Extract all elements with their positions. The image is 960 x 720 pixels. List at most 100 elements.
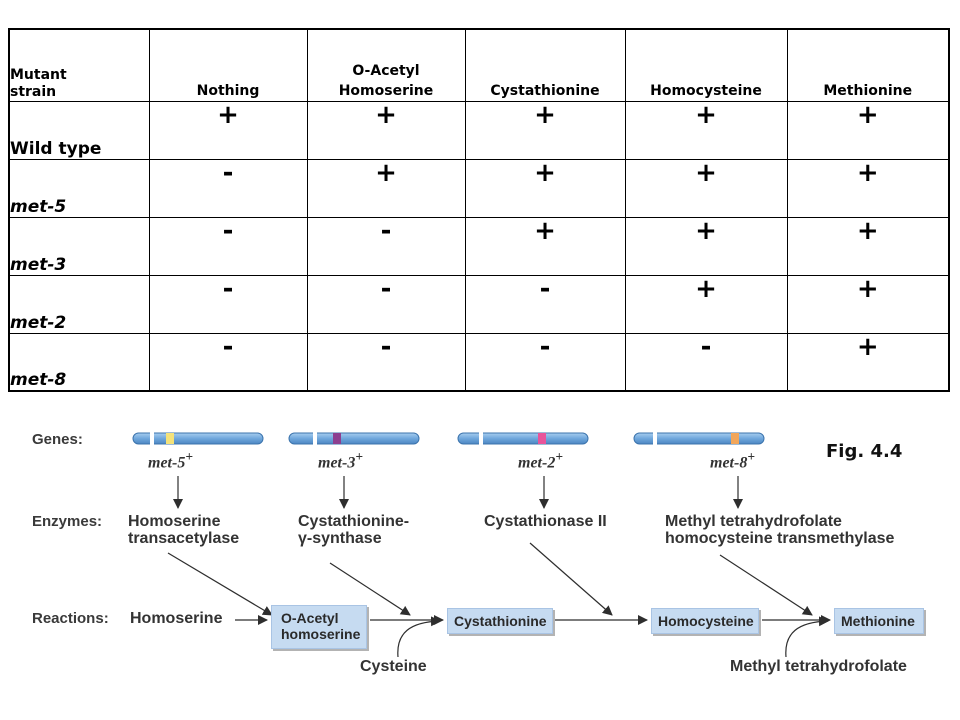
enzyme-line1: Cystathionine- [298,513,410,530]
enzyme-line2: homocysteine transmethylase [665,530,895,547]
growth-result: + [148,100,308,160]
growth-result: - [464,274,626,334]
chromosome-met-5 [132,432,264,445]
growth-result: - [306,274,466,334]
homocysteine-box: Homocysteine [651,608,759,634]
methyl-tetrahydrofolate-label: Methyl tetrahydrofolate [730,658,907,675]
strain-name: met-2 [8,274,150,334]
gene-superscript: + [355,449,363,464]
gene-superscript: + [747,449,755,464]
growth-result: - [148,158,308,218]
enzyme-line1: Methyl tetrahydrofolate [665,513,842,530]
growth-result: - [306,216,466,276]
enzyme-line1: Homoserine [128,513,221,530]
growth-result: - [464,332,626,392]
growth-result: + [464,100,626,160]
gene-name: met-5 [148,454,186,472]
growth-result: + [306,100,466,160]
methionine-box: Methionine [834,608,924,634]
column-header-homocysteine: Homocysteine [624,28,788,102]
gene-band-met-3 [333,433,341,444]
enzymes-row-label: Enzymes: [32,513,103,530]
gene-superscript: + [185,449,193,464]
column-header-line2: Homoserine [338,82,434,99]
growth-result: + [624,216,788,276]
genes-row-label: Genes: [32,431,83,448]
gene-label-met-8: met-8+ [710,449,755,472]
growth-result: + [786,216,950,276]
chromosome-met-2 [457,432,589,445]
enzyme-cystathionase-ii: Cystathionase II [484,513,607,530]
methyl-thf-input-arrow [785,616,829,658]
column-header-line2: Homocysteine [650,82,762,99]
gene-band-met-2 [538,433,546,444]
growth-result: + [786,158,950,218]
column-header-line2: Methionine [823,82,913,99]
o-acetyl-homoserine-box: O-Acetyl homoserine [271,605,367,649]
strain-name: met-5 [8,158,150,218]
column-header-line1: O-Acetyl [352,62,420,79]
enzyme-line1: Cystathionase II [484,513,607,530]
gene-superscript: + [555,449,563,464]
o-acetyl-line1: O-Acetyl [281,610,339,626]
growth-result: + [786,274,950,334]
enzyme-to-reaction-arrow [167,552,273,616]
enzyme-line2: γ-synthase [298,530,382,547]
cysteine-label: Cysteine [360,658,427,675]
homoserine-label: Homoserine [130,610,223,627]
figure-label: Fig. 4.4 [826,441,903,462]
enzyme-homoserine-transacetylase: Homoserine transacetylase [128,513,239,547]
growth-result: - [148,332,308,392]
growth-result: + [786,100,950,160]
cysteine-input-arrow [397,616,441,658]
gene-band-met-5 [166,433,174,444]
growth-result: + [306,158,466,218]
enzyme-methyl-thf-homocysteine-transmethylase: Methyl tetrahydrofolate homocysteine tra… [665,513,894,547]
strain-name: Wild type [8,100,150,160]
growth-result: + [624,274,788,334]
reactions-row-label: Reactions: [32,610,109,627]
column-header-nothing: Nothing [148,28,308,102]
growth-result: - [624,332,788,392]
column-header-methionine: Methionine [786,28,950,102]
growth-result: - [306,332,466,392]
gene-name: met-3 [318,454,356,472]
gene-name: met-8 [710,454,748,472]
growth-result: - [148,274,308,334]
growth-result: + [624,158,788,218]
methionine-pathway-diagram: Genes: Enzymes: Reactions: met-5+ met-3+… [0,405,960,720]
cystathionine-box: Cystathionine [447,608,553,634]
table-row: met-3 - - + + + [8,216,950,276]
column-header-line2: Nothing [196,82,260,99]
growth-result: + [624,100,788,160]
enzyme-to-reaction-arrow [329,562,411,616]
strain-name: met-8 [8,332,150,392]
gene-name: met-2 [518,454,556,472]
column-header-line2: Cystathionine [490,82,600,99]
table-row: met-2 - - - + + [8,274,950,334]
enzyme-to-reaction-arrow [529,542,613,616]
enzyme-to-reaction-arrow [719,554,813,616]
chromosome-met-8 [633,432,765,445]
column-header-o-acetyl-homoserine: O-Acetyl Homoserine [306,28,466,102]
gene-label-met-3: met-3+ [318,449,363,472]
growth-result: - [148,216,308,276]
o-acetyl-line2: homoserine [281,626,361,642]
chromosome-met-3 [288,432,420,445]
enzyme-cystathionine-gamma-synthase: Cystathionine- γ-synthase [298,513,409,547]
growth-result: + [786,332,950,392]
strain-name: met-3 [8,216,150,276]
table-row: met-5 - + + + + [8,158,950,218]
growth-result: + [464,158,626,218]
column-header-cystathionine: Cystathionine [464,28,626,102]
gene-label-met-5: met-5+ [148,449,193,472]
enzyme-line2: transacetylase [128,530,240,547]
growth-result: + [464,216,626,276]
gene-band-met-8 [731,433,739,444]
table-row: Wild type + + + + + [8,100,950,160]
gene-label-met-2: met-2+ [518,449,563,472]
table-row: met-8 - - - - + [8,332,950,392]
